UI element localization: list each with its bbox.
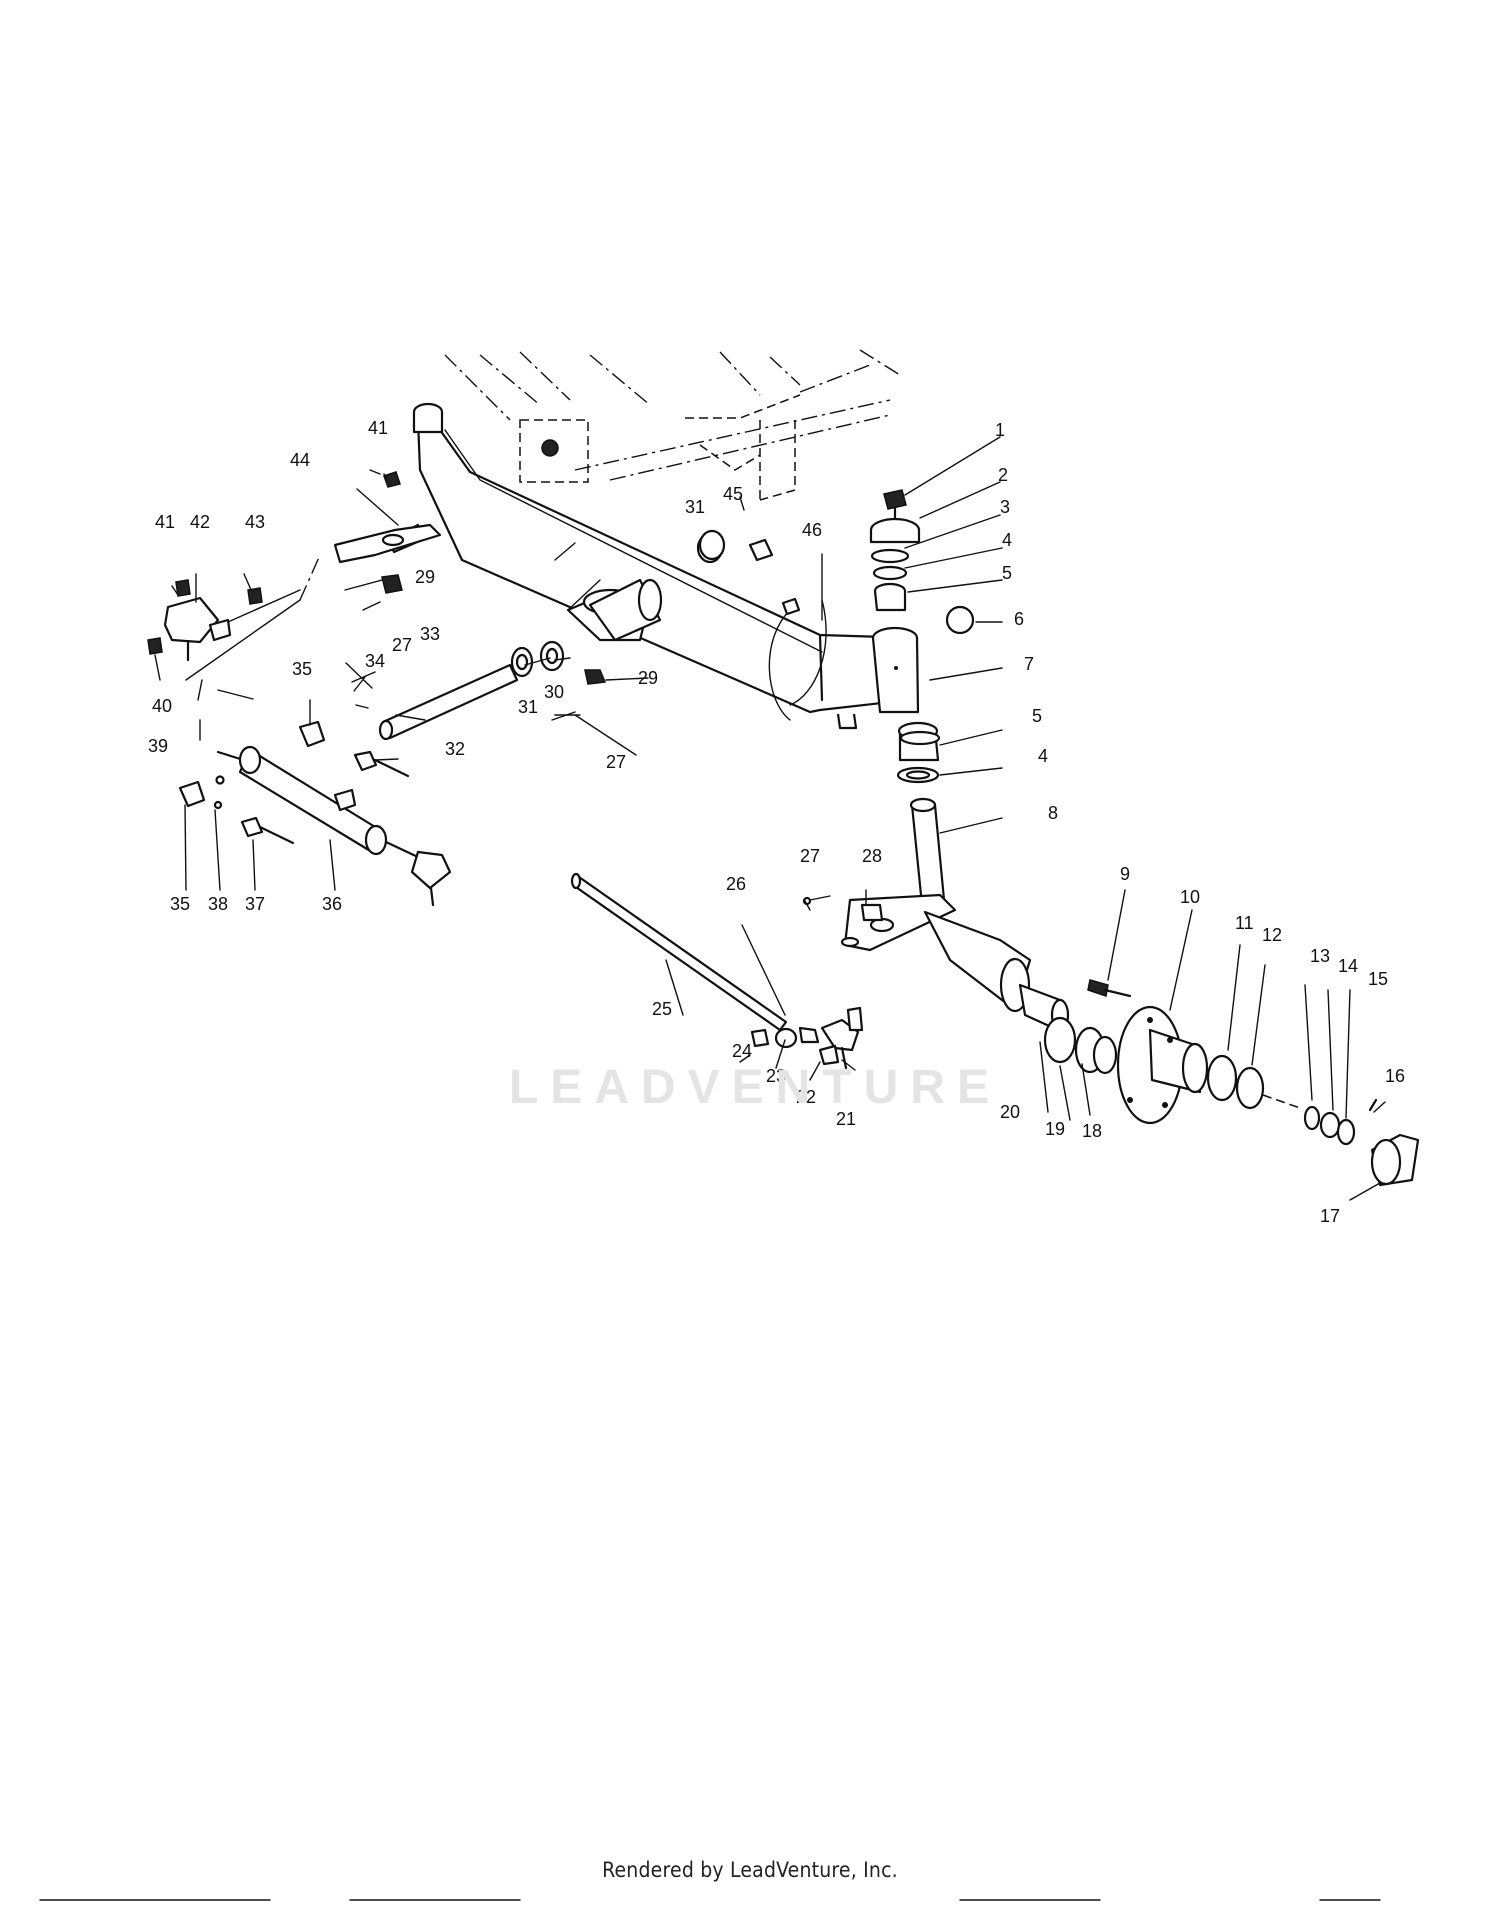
front-axle <box>412 402 920 730</box>
callout-37[interactable]: 37 <box>245 894 265 914</box>
leader-lines <box>154 436 1386 1201</box>
callout-7[interactable]: 7 <box>1024 654 1034 674</box>
callout-31b[interactable]: 31 <box>685 497 705 517</box>
callout-29b[interactable]: 29 <box>415 567 435 587</box>
callout-2[interactable]: 2 <box>998 465 1008 485</box>
callout-5b[interactable]: 5 <box>1032 706 1042 726</box>
callout-27[interactable]: 27 <box>800 846 820 866</box>
callout-11[interactable]: 11 <box>1235 913 1254 933</box>
callout-4[interactable]: 4 <box>1002 530 1012 550</box>
tie-rod <box>570 872 884 1070</box>
callout-45[interactable]: 45 <box>723 484 743 504</box>
callout-17[interactable]: 17 <box>1320 1206 1340 1226</box>
spindle-top-hardware <box>869 489 975 746</box>
callout-35b[interactable]: 35 <box>170 894 190 914</box>
callout-30[interactable]: 30 <box>544 682 564 702</box>
ball-joint-assembly <box>147 523 442 741</box>
part-callouts: 1 2 3 4 5 6 7 5 4 8 9 10 11 12 13 14 15 … <box>148 418 1405 1226</box>
callout-32[interactable]: 32 <box>445 739 465 759</box>
callout-13[interactable]: 13 <box>1310 946 1330 966</box>
callout-39[interactable]: 39 <box>148 736 168 756</box>
callout-27b[interactable]: 27 <box>606 752 626 772</box>
callout-22[interactable]: 22 <box>796 1087 816 1107</box>
callout-21[interactable]: 21 <box>836 1109 856 1129</box>
callout-43[interactable]: 43 <box>245 512 265 532</box>
callout-6[interactable]: 6 <box>1014 609 1024 629</box>
footer-credit: Rendered by LeadVenture, Inc. <box>602 1858 898 1882</box>
callout-27c[interactable]: 27 <box>392 635 412 655</box>
callout-8[interactable]: 8 <box>1048 803 1058 823</box>
callout-4b[interactable]: 4 <box>1038 746 1048 766</box>
callout-5[interactable]: 5 <box>1002 563 1012 583</box>
spindle <box>840 721 1070 1032</box>
callout-38[interactable]: 38 <box>208 894 228 914</box>
callout-44[interactable]: 44 <box>290 450 310 470</box>
callout-41[interactable]: 41 <box>368 418 388 438</box>
callout-46[interactable]: 46 <box>802 520 822 540</box>
steering-cylinder <box>178 720 452 907</box>
callout-24[interactable]: 24 <box>732 1041 752 1061</box>
callout-3[interactable]: 3 <box>1000 497 1010 517</box>
callout-16[interactable]: 16 <box>1385 1066 1405 1086</box>
callout-42[interactable]: 42 <box>190 512 210 532</box>
callout-14[interactable]: 14 <box>1338 956 1358 976</box>
callout-1[interactable]: 1 <box>995 420 1005 440</box>
callout-20[interactable]: 20 <box>1000 1102 1020 1122</box>
callout-18[interactable]: 18 <box>1082 1121 1102 1141</box>
callout-15[interactable]: 15 <box>1368 969 1388 989</box>
hub-assembly <box>1043 979 1420 1187</box>
pivot-hardware <box>344 471 774 741</box>
callout-41b[interactable]: 41 <box>155 512 175 532</box>
callout-31[interactable]: 31 <box>518 697 538 717</box>
callout-26[interactable]: 26 <box>726 874 746 894</box>
callout-29[interactable]: 29 <box>638 668 658 688</box>
callout-35[interactable]: 35 <box>292 659 312 679</box>
watermark: LEADVENTURE <box>508 1061 1002 1114</box>
callout-19[interactable]: 19 <box>1045 1119 1065 1139</box>
tractor-frame-phantom <box>444 349 901 501</box>
callout-36[interactable]: 36 <box>322 894 342 914</box>
callout-10[interactable]: 10 <box>1180 887 1200 907</box>
callout-33[interactable]: 33 <box>420 624 440 644</box>
callout-25[interactable]: 25 <box>652 999 672 1019</box>
callout-9[interactable]: 9 <box>1120 864 1130 884</box>
callout-34[interactable]: 34 <box>365 651 385 671</box>
callout-28[interactable]: 28 <box>862 846 882 866</box>
callout-40[interactable]: 40 <box>152 696 172 716</box>
callout-23[interactable]: 23 <box>766 1066 786 1086</box>
callout-12[interactable]: 12 <box>1262 925 1282 945</box>
